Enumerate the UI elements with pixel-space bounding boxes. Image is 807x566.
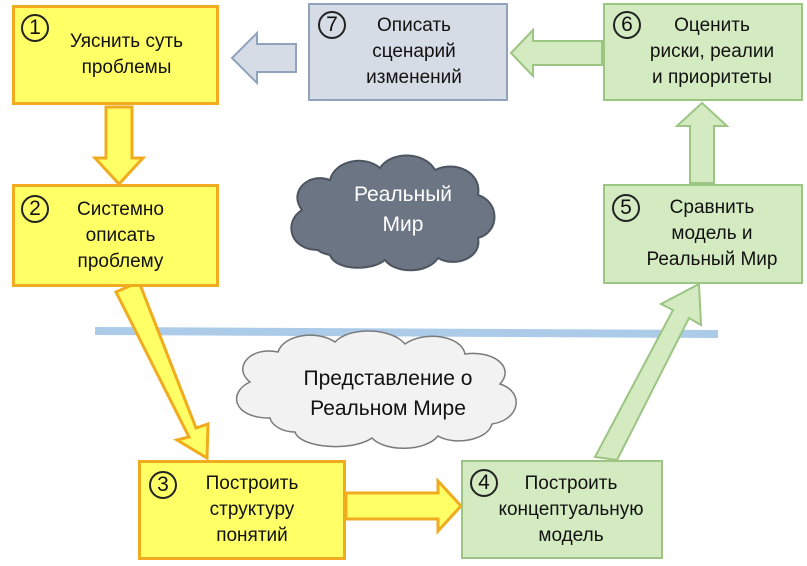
step-3-number: 3 [149,471,177,499]
step-2-box: 2 Системно описать проблему [12,184,219,287]
arrow-3-to-4 [344,477,464,535]
step-7-label: Описать сценарий изменений [366,15,462,88]
step-3-box: 3 Построить структуру понятий [138,460,346,560]
representation-cloud [235,330,517,449]
representation-cloud-label: Представление о Реальном Мире [303,367,473,420]
real-world-cloud-label: Реальный Мир [353,183,453,236]
step-6-number: 6 [613,11,641,39]
arrow-6-to-7 [509,27,603,79]
step-4-label: Построить концептуальную модель [498,472,644,546]
step-4-number: 4 [470,469,498,497]
step-5-number: 5 [612,194,640,222]
step-6-label: Оценить риски, реалии и приоритеты [649,15,775,88]
step-2-number: 2 [21,195,49,223]
step-4-box: 4 Построить концептуальную модель [461,460,663,559]
arrow-1-to-2 [91,105,147,187]
step-7-box: 7 Описать сценарий изменений [308,3,508,101]
step-1-number: 1 [21,14,49,42]
step-7-number: 7 [318,11,346,39]
arrow-5-to-6 [674,101,730,184]
step-6-box: 6 Оценить риски, реалии и приоритеты [603,3,803,101]
real-world-cloud [290,154,496,272]
step-3-label: Построить структуру понятий [205,473,299,546]
arrow-7-to-1 [230,30,297,86]
divider-line [94,327,719,338]
arrow-2-to-3 [113,280,210,461]
arrow-4-to-5 [593,282,703,462]
step-5-box: 5 Сравнить модель и Реальный Мир [603,184,803,284]
step-5-label: Сравнить модель и Реальный Мир [646,197,778,270]
step-1-label: Уяснить суть проблемы [69,31,184,78]
step-2-label: Системно описать проблему [76,198,164,272]
step-1-box: 1 Уяснить суть проблемы [12,5,219,105]
